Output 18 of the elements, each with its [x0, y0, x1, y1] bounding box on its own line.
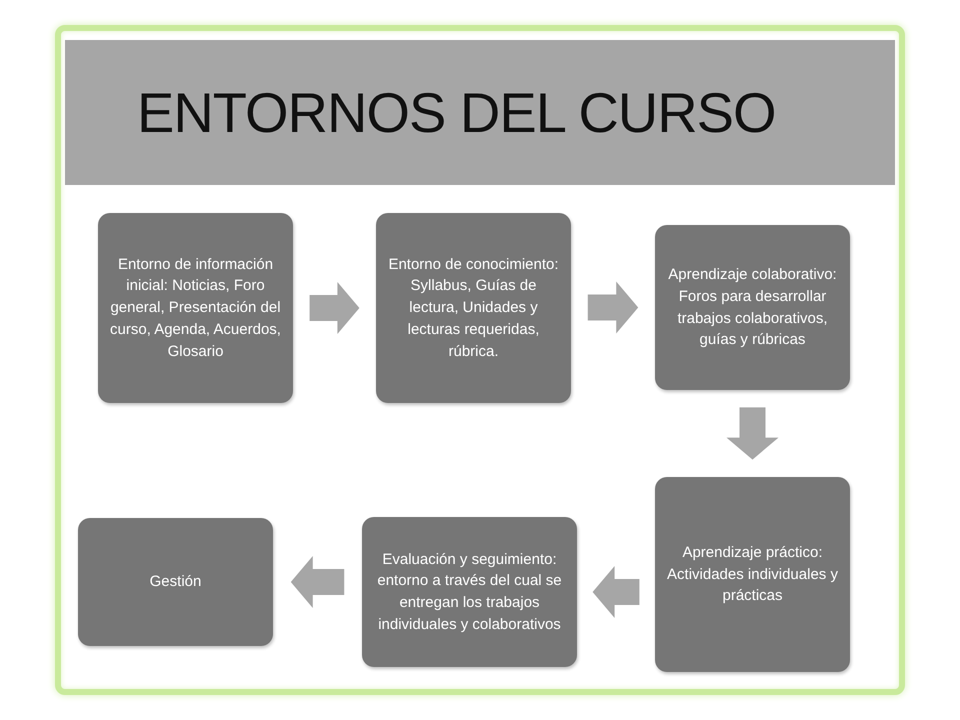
block-arrow [588, 282, 638, 334]
process-box [78, 518, 273, 646]
process-box [376, 213, 571, 403]
title: ENTORNOS DEL CURSO [137, 80, 776, 145]
box-text: Gestión [150, 572, 202, 592]
block-arrow [310, 282, 360, 334]
process-box [362, 517, 577, 667]
box-text: Aprendizaje colaborativo: Foros para desarrollar trabajos colaborativos, guías y rúbricas [667, 265, 838, 350]
block-arrow [592, 566, 640, 618]
process-box [655, 225, 850, 390]
box-text: Aprendizaje práctico: Actividades individuales y prácticas [666, 542, 839, 606]
box-text: Entorno de información inicial: Noticias, Foro general, Presentación del curso, Agenda, Acuerdos, Glosario [109, 254, 282, 362]
process-box [98, 213, 293, 403]
process-box [655, 477, 850, 672]
block-arrow [726, 407, 778, 460]
box-text: Entorno de conocimiento: Syllabus, Guías de lectura, Unidades y lecturas requeridas, rúbrica. [387, 254, 560, 362]
block-arrow [290, 556, 344, 608]
box-text: Evaluación y seguimiento: entorno a través del cual se entregan los trabajos individuales y colaborativos [376, 550, 563, 635]
